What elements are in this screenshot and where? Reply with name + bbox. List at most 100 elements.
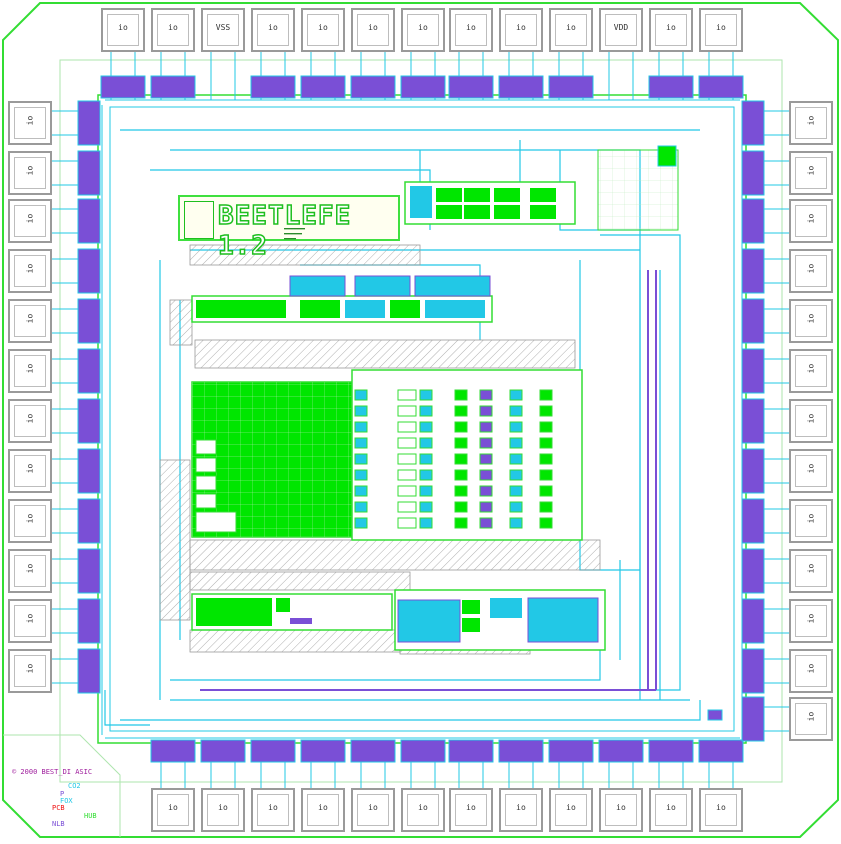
pad-label: io: [418, 23, 428, 32]
pad-inner: [14, 455, 46, 487]
pad-label: io: [716, 803, 726, 812]
pad-right-2: io: [789, 199, 833, 243]
array-cell: [454, 437, 468, 449]
pad-right-3: io: [789, 249, 833, 293]
pad-inner: [555, 14, 587, 46]
pad-left-11: io: [8, 649, 52, 693]
pad-label: VDD: [613, 23, 629, 32]
pad-left-6: io: [8, 399, 52, 443]
pad-right-12: io: [789, 697, 833, 741]
pad-driver: [741, 298, 765, 344]
array-cell: [509, 453, 523, 465]
pad-inner: [357, 14, 389, 46]
array-cell: [397, 485, 417, 497]
pad-inner: [14, 255, 46, 287]
pad-driver: [350, 739, 396, 763]
pad-bottom-5: io: [401, 788, 445, 832]
pad-driver: [741, 100, 765, 146]
pad-label: io: [806, 613, 816, 624]
pad-driver: [200, 739, 246, 763]
pad-driver: [741, 598, 765, 644]
pad-inner: [795, 455, 827, 487]
array-cell: [509, 501, 523, 513]
array-cell: [509, 421, 523, 433]
copyright-text: © 2000 BEST_DI ASIC: [12, 768, 93, 776]
pad-inner: [705, 14, 737, 46]
pad-inner: [407, 14, 439, 46]
pad-driver: [741, 498, 765, 544]
pad-driver: [250, 739, 296, 763]
array-cell: [539, 405, 553, 417]
pad-driver: [741, 696, 765, 742]
pad-driver: [350, 75, 396, 99]
pad-top-6: io: [401, 8, 445, 52]
pad-driver: [77, 648, 101, 694]
array-cell: [419, 501, 433, 513]
array-cell: [539, 517, 553, 529]
legend-item-1: P: [60, 790, 65, 798]
pad-top-2: VSS: [201, 8, 245, 52]
pad-label: io: [516, 23, 526, 32]
pad-driver: [548, 739, 594, 763]
array-cell: [479, 469, 493, 481]
logo-glyph-icon: [184, 201, 214, 239]
pad-label: io: [268, 23, 278, 32]
pad-inner: [505, 14, 537, 46]
pad-inner: [14, 605, 46, 637]
pad-inner: [14, 655, 46, 687]
pad-inner: [795, 157, 827, 189]
legend-item-5: NLB: [52, 820, 65, 828]
pad-left-5: io: [8, 349, 52, 393]
pad-left-10: io: [8, 599, 52, 643]
legend-item-2: FOX: [60, 797, 73, 805]
pad-left-4: io: [8, 299, 52, 343]
pad-inner: [795, 255, 827, 287]
pad-inner: [605, 794, 637, 826]
pad-top-3: io: [251, 8, 295, 52]
pad-inner: [207, 794, 239, 826]
pad-right-5: io: [789, 349, 833, 393]
pad-inner: [795, 655, 827, 687]
array-cell: [479, 453, 493, 465]
array-cell: [454, 389, 468, 401]
pad-inner: [655, 794, 687, 826]
pad-left-0: io: [8, 101, 52, 145]
pad-label: io: [806, 213, 816, 224]
pad-inner: [505, 794, 537, 826]
array-cell: [539, 389, 553, 401]
pad-label: io: [25, 413, 35, 424]
pad-driver: [400, 75, 446, 99]
pad-inner: [795, 555, 827, 587]
pad-driver: [741, 198, 765, 244]
pad-right-8: io: [789, 499, 833, 543]
pad-label: io: [25, 213, 35, 224]
array-cell: [354, 405, 368, 417]
array-cell: [419, 453, 433, 465]
pad-label: io: [25, 463, 35, 474]
pad-drivers: [77, 75, 765, 763]
pad-driver: [77, 100, 101, 146]
array-cell: [479, 437, 493, 449]
pad-driver: [741, 448, 765, 494]
pad-driver: [741, 248, 765, 294]
logo-subtext-mark: ▬▬▬▬▬▬▬▬▬▬▬▬▬▬▬▬▬: [284, 226, 306, 242]
pad-top-5: io: [351, 8, 395, 52]
chip-logo: BEETLEFE 1.2 ▬▬▬▬▬▬▬▬▬▬▬▬▬▬▬▬▬: [178, 195, 400, 262]
array-cell: [419, 405, 433, 417]
array-cell: [509, 437, 523, 449]
pad-label: io: [25, 513, 35, 524]
pad-label: io: [806, 463, 816, 474]
array-cell: [509, 517, 523, 529]
pad-inner: [795, 355, 827, 387]
pad-driver: [300, 75, 346, 99]
pad-top-10: VDD: [599, 8, 643, 52]
array-cell: [539, 485, 553, 497]
pad-driver: [698, 739, 744, 763]
pad-label: io: [25, 115, 35, 126]
array-cell: [479, 421, 493, 433]
pad-bottom-6: io: [449, 788, 493, 832]
array-cell: [419, 517, 433, 529]
pad-bottom-9: io: [599, 788, 643, 832]
array-cell: [539, 453, 553, 465]
